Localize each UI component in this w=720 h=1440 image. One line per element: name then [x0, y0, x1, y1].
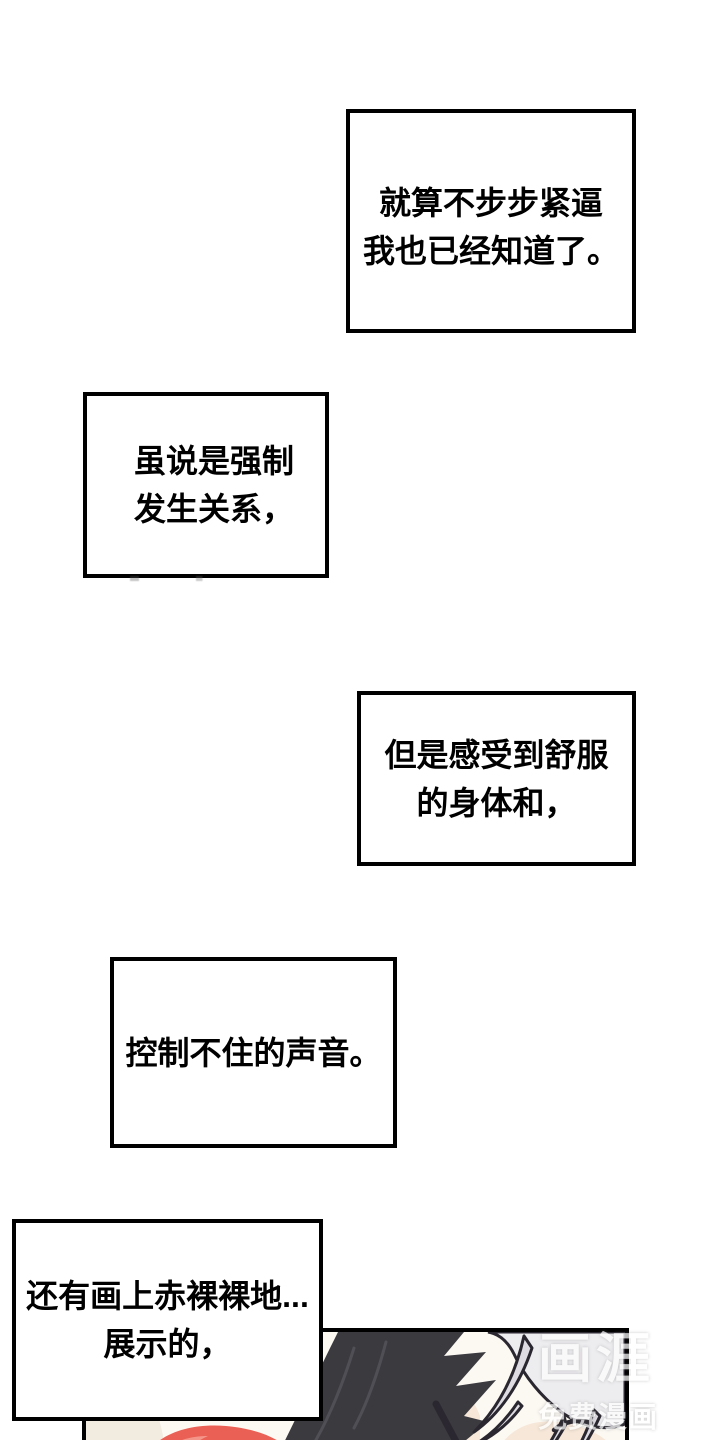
narration-line: 我也已经知道了。 [362, 233, 619, 269]
narration-line: 控制不住的声音。 [125, 1034, 382, 1071]
narration-box-5: 还有画上赤裸裸地... 展示的， [12, 1219, 323, 1421]
red-cloth-highlight [182, 1436, 208, 1440]
narration-box-2: 虽说是强制 发生关系， [83, 392, 329, 578]
strap-line [432, 1400, 460, 1440]
narration-line: 发生关系， [133, 491, 294, 527]
red-cloth-shape [160, 1425, 277, 1440]
narration-box-4: 控制不住的声音。 [110, 957, 397, 1148]
white-hair-locks [472, 1334, 602, 1440]
border-smudge-artifact [130, 576, 240, 581]
narration-line: 展示的， [103, 1326, 232, 1362]
narration-line: 还有画上赤裸裸地... [26, 1278, 309, 1314]
eyebrow-line [551, 1418, 594, 1433]
narration-line: 虽说是强制 [133, 443, 294, 479]
narration-box-3: 但是感受到舒服 的身体和， [357, 691, 636, 866]
beige-area [86, 1416, 164, 1440]
narration-line: 但是感受到舒服 [384, 736, 609, 773]
narration-box-1: 就算不步步紧逼 我也已经知道了。 [346, 109, 636, 333]
narration-line: 的身体和， [416, 784, 577, 821]
narration-line: 就算不步步紧逼 [378, 185, 603, 221]
